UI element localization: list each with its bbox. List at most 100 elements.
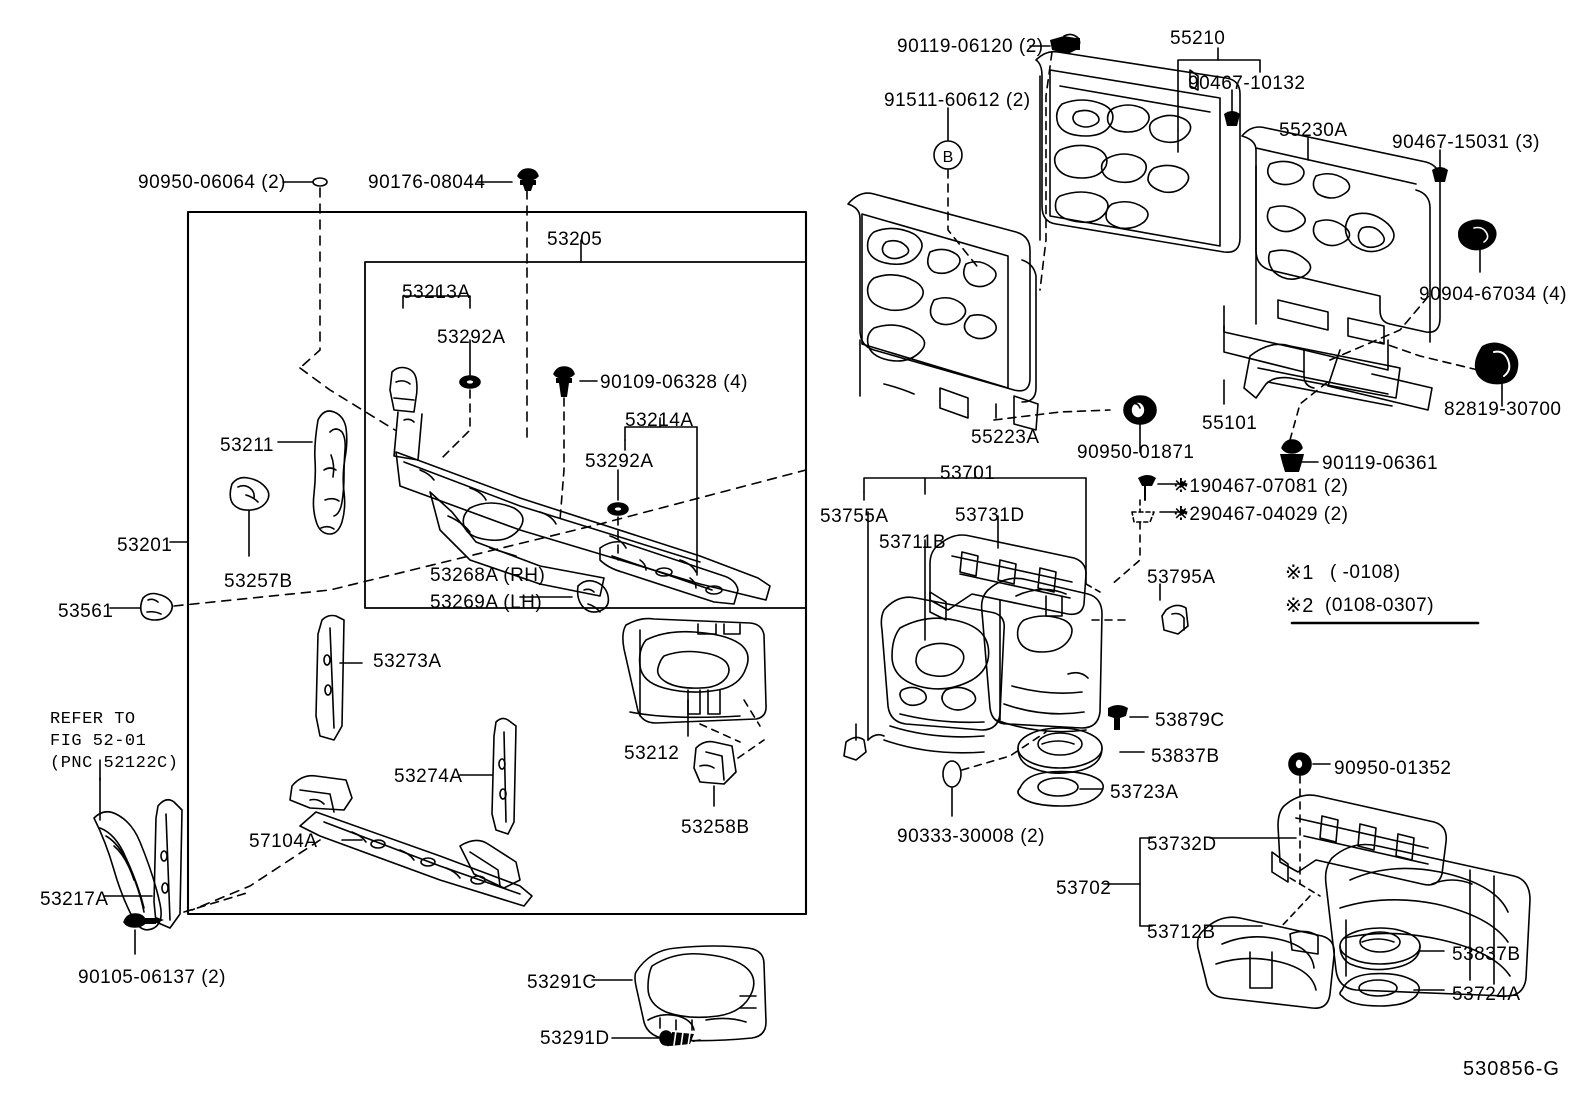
callout-53879C: 53879C — [1155, 710, 1225, 731]
figure-number: 530856-G — [1463, 1058, 1560, 1080]
callout-53258B: 53258B — [681, 817, 750, 838]
clip-90467-10132 — [1224, 89, 1240, 126]
marker-91511-60612: B — [933, 107, 981, 271]
callout-91511-60612: 91511-60612 (2) — [884, 90, 1031, 111]
part-53724A-lower — [1339, 972, 1445, 1007]
grommet-90950-01871 — [1123, 395, 1157, 453]
callout-53213A: 53213A — [402, 282, 471, 303]
callout-53837B-lower: 53837B — [1452, 944, 1521, 965]
date-legend-marker-1: ※1 — [1285, 562, 1314, 584]
bolt-90119-06120 — [1029, 33, 1081, 291]
callout-90950-01352: 90950-01352 — [1334, 758, 1452, 779]
grommet-82819-30700 — [1379, 341, 1519, 407]
part-53712B-apron — [1196, 843, 1531, 1010]
callout-53217A: 53217A — [40, 889, 109, 910]
callout-90333-30008: 90333-30008 (2) — [897, 826, 1045, 847]
part-55101 — [1223, 343, 1401, 407]
callout-55223A: 55223A — [971, 427, 1040, 448]
callout-53292A-upper: 53292A — [437, 327, 506, 348]
callout-53273A: 53273A — [373, 651, 442, 672]
callout-53257B: 53257B — [224, 571, 293, 592]
bolt-90105-06137 — [123, 913, 164, 955]
callout-53268A-RH: 53268A (RH) — [430, 565, 546, 586]
group-frame-53205 — [364, 261, 807, 609]
part-53723A — [1017, 770, 1104, 807]
part-53291C — [591, 945, 767, 1047]
leaders-top-left — [282, 168, 582, 441]
bracket-55210 — [1177, 47, 1261, 153]
callout-53755A: 53755A — [820, 506, 889, 527]
oring-90333-30008 — [942, 731, 1047, 817]
bracket-53214A — [607, 417, 698, 576]
callout-82819-30700: 82819-30700 — [1444, 399, 1562, 420]
callout-53732D: 53732D — [1147, 834, 1217, 855]
callout-90109-06328: 90109-06328 (4) — [600, 372, 748, 393]
callout-53201: 53201 — [117, 535, 173, 556]
callout-53211: 53211 — [220, 435, 274, 456]
part-53268A-53269A — [519, 579, 610, 613]
clip-90467-15031 — [1432, 149, 1448, 182]
callout-53292A-lower: 53292A — [585, 451, 654, 472]
callout-53723A: 53723A — [1110, 782, 1179, 803]
date-legend-range-1: ( -0108) — [1330, 562, 1401, 583]
callout-90950-01871: 90950-01871 — [1077, 442, 1195, 463]
part-53731D — [929, 534, 1101, 621]
callout-53731D: 53731D — [955, 505, 1025, 526]
clip-marker-parts — [1109, 475, 1188, 587]
part-53257B — [229, 476, 270, 557]
part-55230A — [1223, 126, 1441, 411]
callout-90904-67034: 90904-67034 (4) — [1419, 284, 1567, 305]
callout-90176-08044: 90176-08044 — [368, 172, 486, 193]
callout-53269A-LH: 53269A (LH) — [430, 592, 543, 613]
callout-53702: 53702 — [1056, 878, 1112, 899]
callout-53712B: 53712B — [1147, 922, 1216, 943]
callout-90467-10132: 90467-10132 — [1188, 73, 1306, 94]
callout-57104A: 57104A — [249, 831, 318, 852]
part-55223A — [847, 192, 1111, 431]
callout-53291C: 53291C — [527, 972, 597, 993]
part-55210-panel — [1035, 50, 1241, 254]
leader-53755A — [843, 723, 885, 761]
callout-53561: 53561 — [58, 601, 114, 622]
callout-90119-06361: 90119-06361 — [1322, 453, 1439, 474]
bolt-90109-06328 — [553, 366, 598, 521]
bracket-53702 — [1103, 837, 1297, 927]
part-57104A — [191, 774, 533, 911]
date-legend-range-2: (0108-0307) — [1325, 595, 1435, 616]
part-53211 — [277, 410, 348, 535]
part-53205-assembly — [389, 366, 771, 605]
bracket-53213A — [402, 287, 481, 461]
part-53837B-upper — [1017, 727, 1145, 774]
part-53212 — [622, 617, 767, 743]
part-53837B-lower — [1339, 927, 1445, 971]
svg-text:B: B — [943, 149, 954, 166]
callout-55101: 55101 — [1202, 413, 1258, 434]
grommet-53879C — [1108, 705, 1149, 730]
date-legend-marker-2: ※2 — [1285, 595, 1314, 617]
callout-53274A: 53274A — [394, 766, 463, 787]
callout-55210: 55210 — [1170, 28, 1226, 49]
part-53711B-apron — [880, 577, 1131, 754]
refer-to-note: REFER TO FIG 52-01 (PNC 52122C) — [50, 710, 179, 774]
callout-53837B-upper: 53837B — [1151, 746, 1220, 767]
part-53258B — [693, 739, 765, 807]
callout-53711B: 53711B — [879, 532, 947, 553]
part-53273A — [315, 614, 363, 741]
clip-53795A — [1159, 583, 1189, 635]
grommet-90950-01352 — [1288, 752, 1331, 885]
callout-53214A: 53214A — [625, 410, 694, 431]
part-53561 — [109, 469, 807, 621]
part-53274A — [459, 717, 517, 835]
callout-53205: 53205 — [547, 229, 603, 250]
callout-53795A: 53795A — [1147, 567, 1216, 588]
screw-53291D — [611, 1030, 694, 1047]
bolt-90119-06361 — [1280, 379, 1331, 472]
group-frame-53201 — [186, 210, 808, 916]
callout-53724A: 53724A — [1452, 984, 1521, 1005]
callout-53701: 53701 — [940, 463, 996, 484]
callout-90119-06120: 90119-06120 (2) — [897, 36, 1044, 57]
callout-90467-07081: ※190467-07081 (2) — [1173, 476, 1349, 497]
part-53732D — [1271, 794, 1448, 897]
